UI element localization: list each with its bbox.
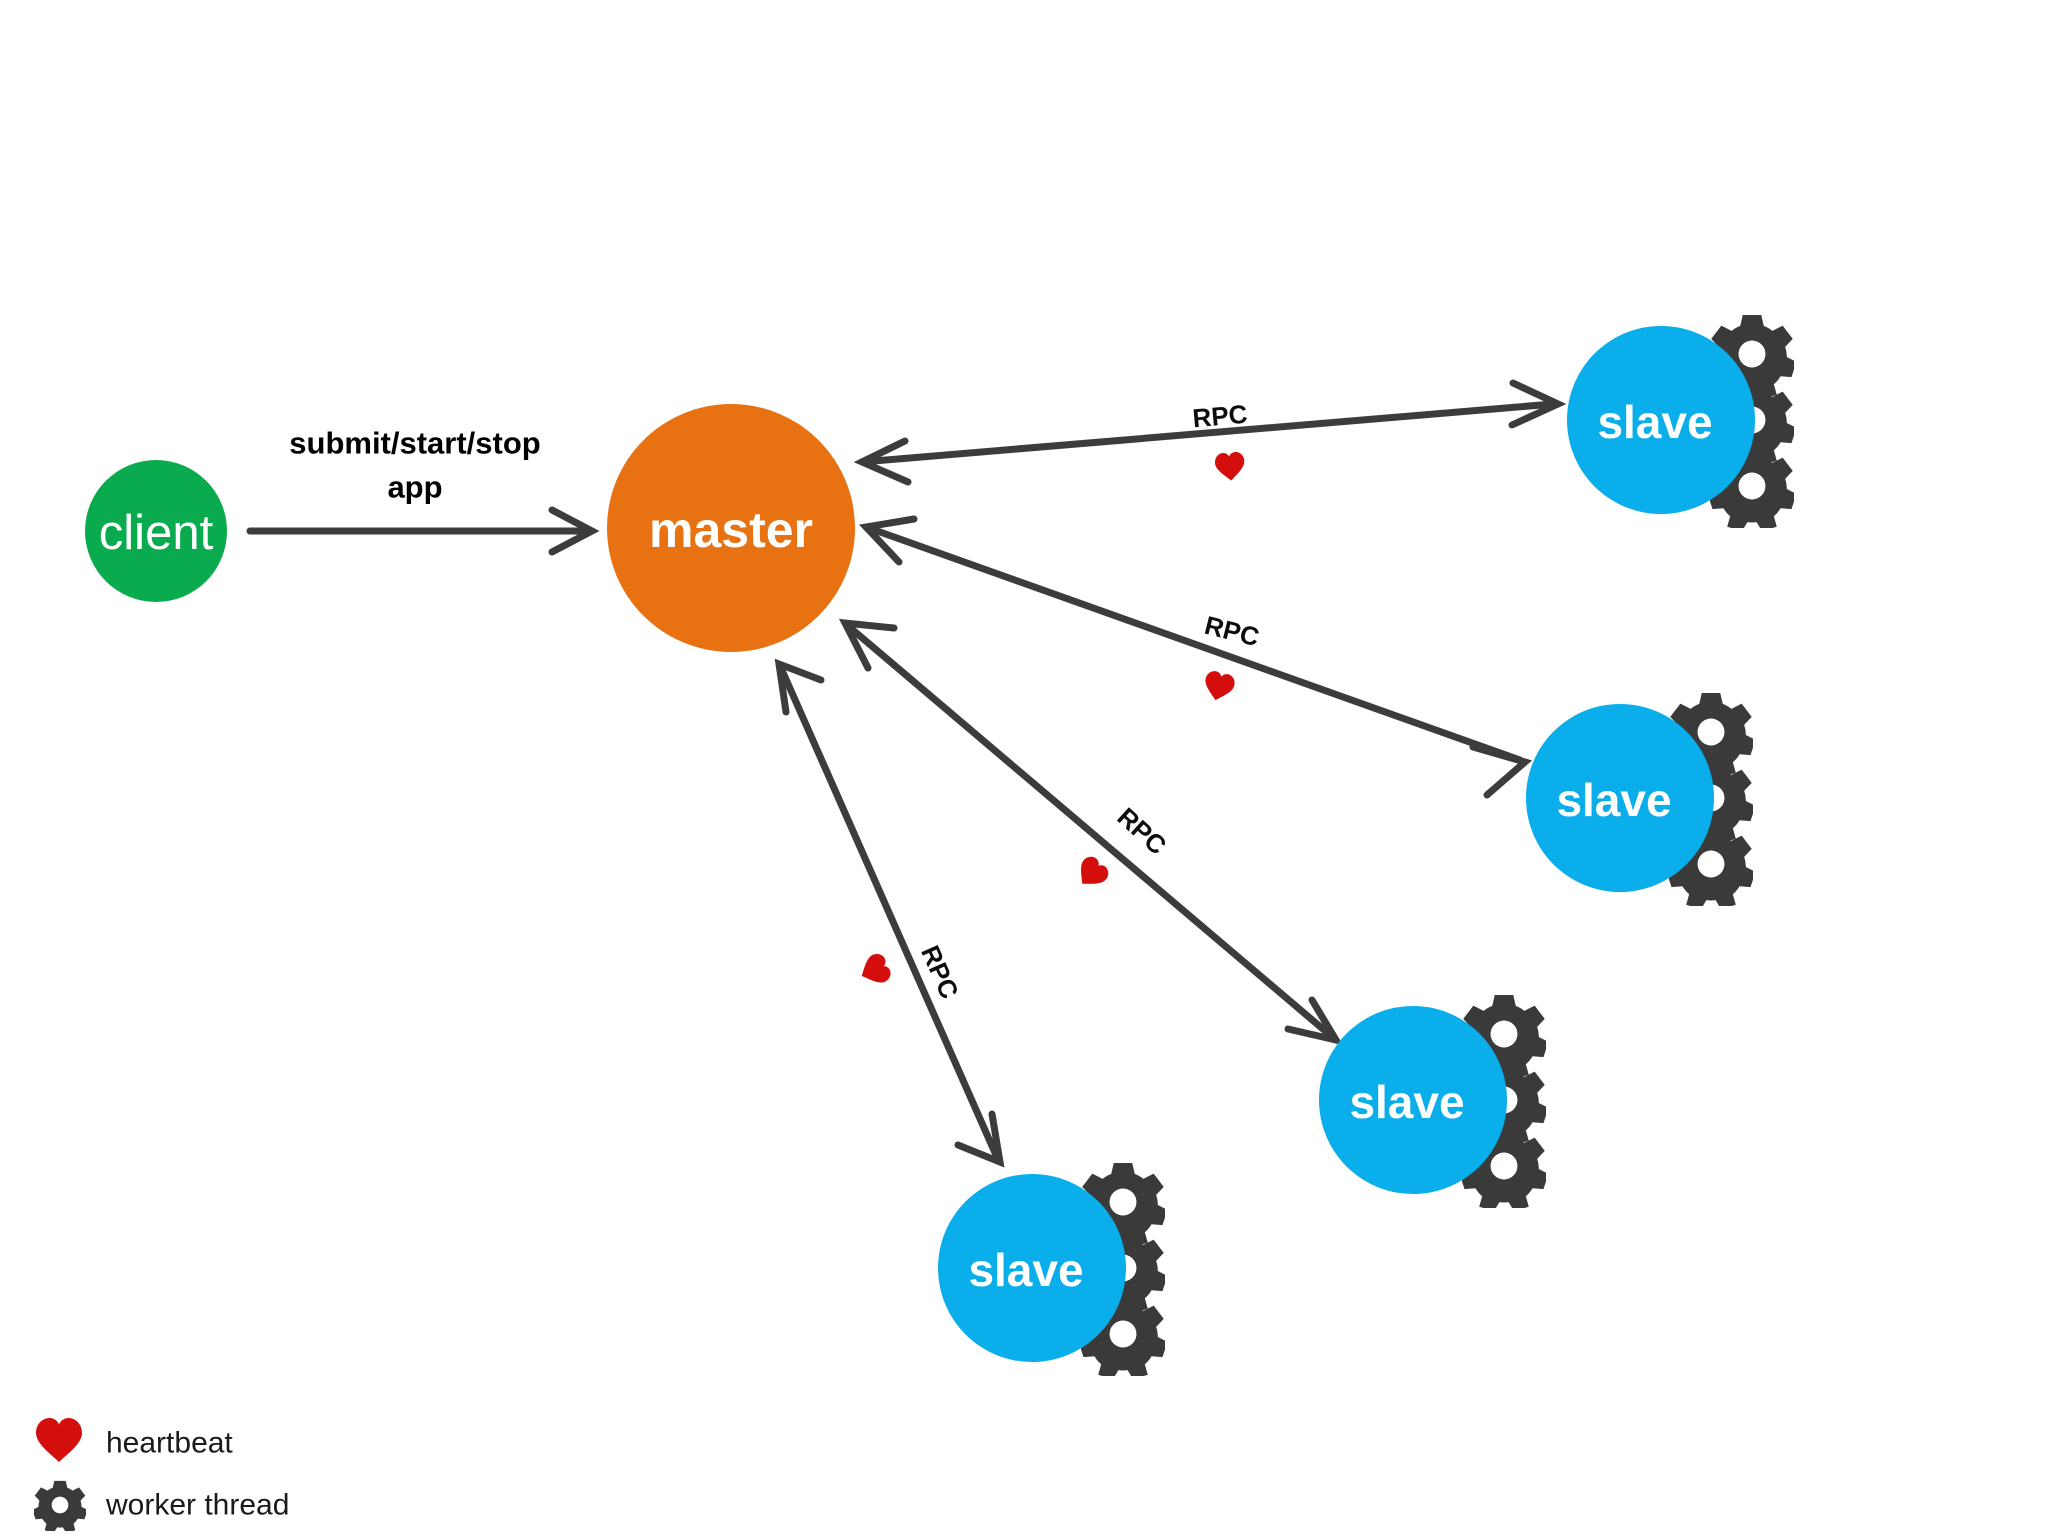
node-slave-2[interactable]: slave xyxy=(1526,692,1756,909)
edge-master-to-slave-1 xyxy=(853,379,1567,486)
heart-icon-rpc-3 xyxy=(1071,853,1113,894)
edge-client-to-master xyxy=(246,506,600,556)
legend-label-worker-thread: worker thread xyxy=(105,1489,289,1522)
node-master[interactable]: master xyxy=(607,404,855,652)
slave-node-label: slave xyxy=(1349,1076,1464,1128)
slave-node-circle[interactable] xyxy=(1567,326,1755,514)
edge-label-rpc-2: RPC xyxy=(1202,610,1263,652)
client-node-circle[interactable] xyxy=(85,460,227,602)
node-slave-4[interactable]: slave xyxy=(938,1162,1168,1379)
slave-node-circle[interactable] xyxy=(1319,1006,1507,1194)
rpc-label-text: RPC xyxy=(1112,801,1173,860)
slave-node-circle[interactable] xyxy=(1526,704,1714,892)
edge-label-line-1: submit/start/stop xyxy=(289,426,540,461)
edge-label-rpc-3: RPC xyxy=(1112,801,1173,860)
master-node-circle[interactable] xyxy=(607,404,855,652)
heart-icon-rpc-2 xyxy=(1201,669,1237,704)
node-slave-1[interactable]: slave xyxy=(1567,314,1797,531)
edge-master-to-slave-4 xyxy=(774,658,1005,1168)
rpc-label-text: RPC xyxy=(1191,399,1249,434)
edge-label-client-to-master: submit/start/stop app xyxy=(289,426,540,505)
edge-master-to-slave-3 xyxy=(838,618,1344,1046)
slave-node-label: slave xyxy=(968,1244,1083,1296)
heart-icon-rpc-4 xyxy=(855,951,894,990)
slave-node-label: slave xyxy=(1597,396,1712,448)
edge-master-to-slave-2 xyxy=(858,515,1533,799)
legend: heartbeat worker thread xyxy=(34,1418,289,1531)
gear-icon xyxy=(34,1480,86,1531)
slave-node-circle[interactable] xyxy=(938,1174,1126,1362)
slave-node-label: slave xyxy=(1556,774,1671,826)
node-slave-3[interactable]: slave xyxy=(1319,994,1549,1211)
heart-icon xyxy=(36,1418,82,1462)
legend-item-heartbeat: heartbeat xyxy=(36,1418,233,1462)
edge-label-rpc-1: RPC xyxy=(1191,399,1249,434)
master-node-label: master xyxy=(649,502,813,558)
legend-label-heartbeat: heartbeat xyxy=(106,1427,233,1460)
heart-icon-rpc-1 xyxy=(1214,451,1246,482)
node-client[interactable]: client xyxy=(85,460,227,602)
client-node-label: client xyxy=(99,506,214,560)
legend-item-worker-thread: worker thread xyxy=(34,1480,289,1531)
edge-label-line-2: app xyxy=(387,470,442,505)
rpc-label-text: RPC xyxy=(1202,610,1263,652)
